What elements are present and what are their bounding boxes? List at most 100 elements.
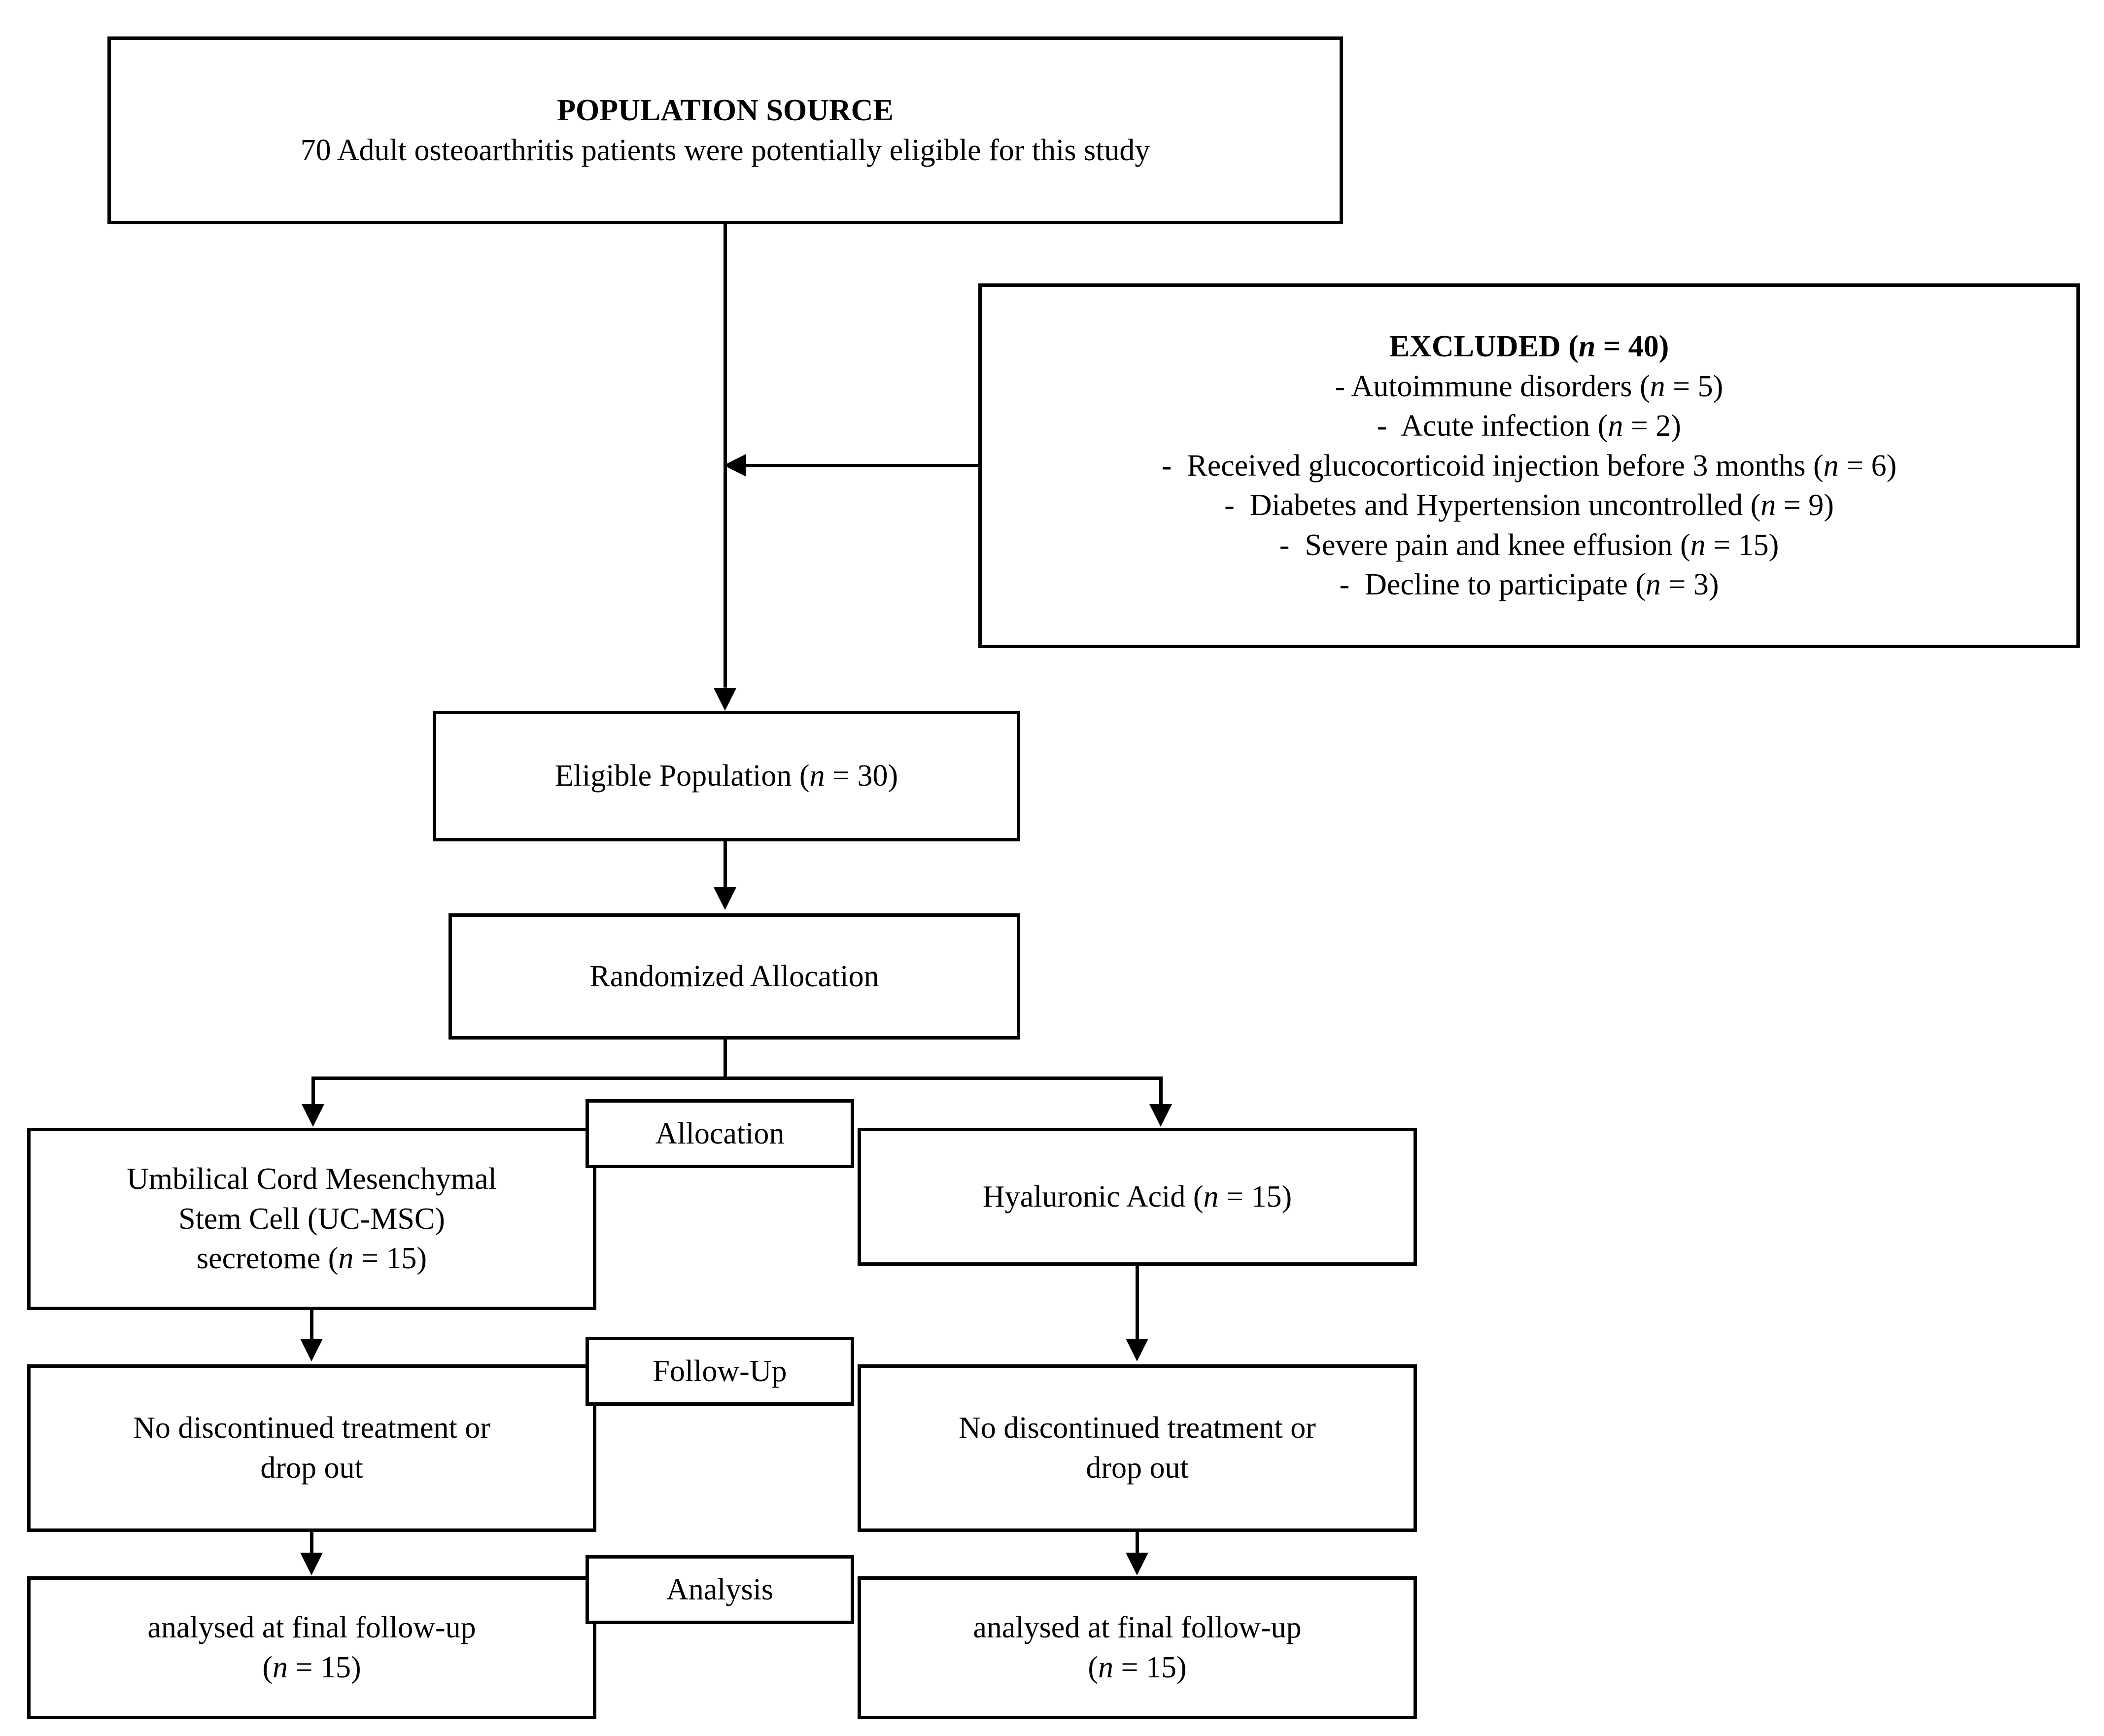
left-arm-followup-line2: drop out bbox=[260, 1451, 363, 1485]
excluded-item-n: n bbox=[1645, 568, 1661, 602]
stage-label-allocation-text: Allocation bbox=[655, 1116, 785, 1150]
split-drop-right bbox=[1159, 1076, 1163, 1106]
left-arm-analysis-line2: (n = 15) bbox=[39, 1648, 584, 1688]
eligible-prefix: Eligible Population ( bbox=[554, 759, 810, 793]
right-arm-allocation-suffix: = 15) bbox=[1218, 1180, 1292, 1214]
right-arm-analysis-box: analysed at final follow-up (n = 15) bbox=[858, 1576, 1417, 1719]
right-arm-followup-box: No discontinued treatment or drop out bbox=[858, 1364, 1417, 1532]
excluded-heading-suffix: = 40) bbox=[1595, 329, 1669, 363]
left-arm-analysis-n: n bbox=[273, 1651, 288, 1684]
left-arm-analysis-suffix: = 15) bbox=[288, 1651, 361, 1684]
eligible-population-box: Eligible Population (n = 30) bbox=[433, 711, 1020, 841]
excluded-item-text: Decline to participate ( bbox=[1365, 568, 1646, 602]
excluded-item-dash: - bbox=[1161, 449, 1172, 483]
excluded-item: - Acute infection (n = 2) bbox=[991, 406, 2068, 446]
stage-label-follow-up-text: Follow-Up bbox=[653, 1354, 787, 1388]
excluded-item-text: Autoimmune disorders ( bbox=[1351, 369, 1650, 403]
excluded-item-count: = 15) bbox=[1705, 528, 1779, 562]
excluded-item-n: n bbox=[1690, 528, 1706, 562]
eligible-n: n bbox=[809, 759, 825, 793]
right-arm-followup-line1: No discontinued treatment or bbox=[959, 1411, 1316, 1445]
excluded-item-dash: - bbox=[1339, 568, 1350, 602]
excluded-heading-n: n bbox=[1578, 329, 1596, 363]
randomized-allocation-text: Randomized Allocation bbox=[589, 959, 879, 993]
excluded-item-text: Severe pain and knee effusion ( bbox=[1305, 528, 1690, 562]
right-arm-analysis-prefix: ( bbox=[1088, 1651, 1099, 1684]
excluded-item-n: n bbox=[1650, 369, 1665, 403]
left-arm-analysis-line1: analysed at final follow-up bbox=[147, 1611, 476, 1645]
arrow-into-eligible-population bbox=[714, 688, 736, 711]
left-arm-allocation-prefix: secretome ( bbox=[196, 1242, 339, 1276]
left-arm-allocation-n: n bbox=[338, 1242, 354, 1276]
arrow-into-left-allocation-arm bbox=[302, 1104, 324, 1127]
arrow-into-left-followup bbox=[300, 1339, 323, 1361]
excluded-item-count: = 2) bbox=[1623, 409, 1681, 443]
excluded-item-count: = 3) bbox=[1660, 568, 1719, 602]
arrow-into-trunk-from-excluded bbox=[724, 454, 746, 477]
line-randomized-to-split bbox=[724, 1040, 727, 1080]
population-source-heading: POPULATION SOURCE bbox=[557, 93, 894, 127]
left-arm-analysis-box: analysed at final follow-up (n = 15) bbox=[27, 1576, 596, 1719]
left-arm-allocation-suffix: = 15) bbox=[353, 1242, 427, 1276]
stage-label-analysis: Analysis bbox=[586, 1555, 854, 1624]
excluded-item: - Diabetes and Hypertension uncontrolled… bbox=[991, 486, 2068, 525]
line-right-followup-to-analysis bbox=[1136, 1532, 1139, 1556]
excluded-item-n: n bbox=[1760, 488, 1776, 522]
split-drop-left bbox=[311, 1076, 315, 1106]
right-arm-analysis-line2: (n = 15) bbox=[870, 1648, 1405, 1688]
population-source-box: POPULATION SOURCE 70 Adult osteoarthriti… bbox=[107, 36, 1343, 224]
excluded-item: - Decline to participate (n = 3) bbox=[991, 565, 2068, 605]
left-arm-allocation-line1: Umbilical Cord Mesenchymal bbox=[127, 1162, 497, 1196]
stage-label-analysis-text: Analysis bbox=[666, 1572, 773, 1606]
excluded-item-text: Received glucocorticoid injection before… bbox=[1187, 449, 1824, 483]
eligible-suffix: = 30) bbox=[825, 759, 898, 793]
excluded-item: - Severe pain and knee effusion (n = 15) bbox=[991, 525, 2068, 565]
right-arm-analysis-line1: analysed at final follow-up bbox=[973, 1611, 1302, 1645]
eligible-population-text: Eligible Population (n = 30) bbox=[436, 756, 1017, 796]
excluded-item: - Received glucocorticoid injection befo… bbox=[991, 446, 2068, 486]
right-arm-analysis-suffix: = 15) bbox=[1113, 1651, 1187, 1684]
randomized-allocation-box: Randomized Allocation bbox=[448, 913, 1020, 1040]
left-arm-followup-box: No discontinued treatment or drop out bbox=[27, 1364, 596, 1532]
excluded-item-dash: - bbox=[1279, 528, 1290, 562]
excluded-item-n: n bbox=[1608, 409, 1623, 443]
line-left-allocation-to-followup bbox=[310, 1310, 313, 1341]
line-right-allocation-to-followup bbox=[1136, 1266, 1139, 1341]
stage-label-allocation: Allocation bbox=[586, 1099, 854, 1168]
excluded-item-n: n bbox=[1823, 449, 1839, 483]
excluded-item-text: Diabetes and Hypertension uncontrolled ( bbox=[1249, 488, 1761, 522]
arrow-into-left-analysis bbox=[300, 1553, 323, 1575]
left-arm-followup-line1: No discontinued treatment or bbox=[133, 1411, 490, 1445]
excluded-item-dash: - bbox=[1377, 409, 1387, 443]
left-arm-allocation-line2: Stem Cell (UC-MSC) bbox=[178, 1202, 445, 1236]
population-source-line: 70 Adult osteoarthritis patients were po… bbox=[300, 133, 1150, 167]
excluded-heading-prefix: EXCLUDED ( bbox=[1389, 329, 1579, 363]
excluded-item-dash: - bbox=[1335, 369, 1345, 403]
right-arm-analysis-n: n bbox=[1098, 1651, 1114, 1684]
excluded-item: - Autoimmune disorders (n = 5) bbox=[991, 367, 2068, 407]
right-arm-allocation-prefix: Hyaluronic Acid ( bbox=[982, 1180, 1204, 1214]
left-arm-allocation-line3: secretome (n = 15) bbox=[39, 1239, 584, 1279]
excluded-box: EXCLUDED (n = 40) - Autoimmune disorders… bbox=[978, 283, 2080, 648]
excluded-connector-line bbox=[746, 464, 982, 467]
right-arm-allocation-text: Hyaluronic Acid (n = 15) bbox=[861, 1177, 1414, 1217]
excluded-item-text: Acute infection ( bbox=[1401, 409, 1608, 443]
right-arm-allocation-box: Hyaluronic Acid (n = 15) bbox=[858, 1128, 1417, 1266]
excluded-item-dash: - bbox=[1224, 488, 1235, 522]
line-left-followup-to-analysis bbox=[310, 1532, 313, 1556]
right-arm-allocation-n: n bbox=[1203, 1180, 1219, 1214]
excluded-item-count: = 6) bbox=[1838, 449, 1897, 483]
excluded-item-count: = 9) bbox=[1776, 488, 1834, 522]
stage-label-follow-up: Follow-Up bbox=[586, 1337, 854, 1406]
arrow-into-right-analysis bbox=[1126, 1553, 1148, 1575]
left-arm-allocation-box: Umbilical Cord Mesenchymal Stem Cell (UC… bbox=[27, 1128, 596, 1310]
excluded-item-count: = 5) bbox=[1665, 369, 1724, 403]
arrow-into-randomized-allocation bbox=[714, 887, 736, 910]
left-arm-analysis-prefix: ( bbox=[262, 1651, 273, 1684]
split-bar-allocation bbox=[311, 1076, 1163, 1080]
right-arm-followup-line2: drop out bbox=[1086, 1451, 1189, 1485]
arrow-into-right-followup bbox=[1126, 1339, 1148, 1361]
line-eligible-to-randomized bbox=[724, 841, 727, 891]
excluded-heading: EXCLUDED (n = 40) bbox=[991, 327, 2068, 367]
